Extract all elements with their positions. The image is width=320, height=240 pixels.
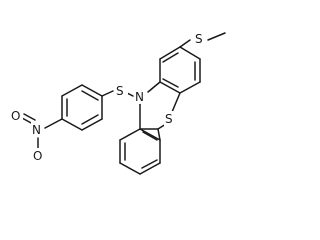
ring-sulfur-label: S [165, 112, 173, 126]
bond-p5 [81, 118, 103, 131]
bond-methyl-s [207, 32, 226, 41]
bond-ringn-right [147, 81, 161, 93]
bond-r6 [159, 46, 181, 60]
atom-labels: S N S S N O O [10, 31, 206, 163]
bond-nitro-otop-2 [23, 113, 36, 121]
bond-r4-inner [162, 78, 179, 88]
bridge-sulfur-bg [115, 83, 128, 98]
bond-p1 [81, 84, 103, 97]
ring-nitrogen-label: N [135, 90, 144, 104]
ring-nitrogen-bg [134, 89, 147, 104]
bonds [21, 32, 226, 175]
bond-l8b [139, 128, 161, 141]
bond-r6-inner [162, 52, 179, 63]
structure-diagram: S N S S N O O [10, 31, 226, 175]
bond-s-ring [179, 39, 191, 48]
bond-bridges-aryl [101, 90, 114, 97]
bond-r4 [159, 81, 181, 94]
nitro-nitrogen-bg [31, 122, 44, 137]
bond-r3 [179, 81, 201, 94]
nitro-nitrogen-label: N [32, 123, 41, 137]
bond-l3 [119, 128, 141, 141]
bond-l6-inner [141, 159, 158, 169]
bond-r1 [179, 46, 201, 60]
nitro-oxygen-top-bg [10, 108, 23, 123]
bond-l8 [157, 128, 161, 141]
nitro-oxygen-top-label: O [11, 109, 20, 123]
bond-l5 [119, 162, 141, 175]
ring-sulfur-bg [164, 111, 177, 126]
bond-l8-inner [142, 131, 158, 141]
bond-l6 [139, 162, 161, 175]
methylthio-sulfur-label: S [195, 32, 203, 46]
bond-rings-right [171, 92, 181, 113]
bond-p5-inner [81, 114, 99, 125]
nitro-oxygen-bottom-bg [32, 148, 45, 163]
molecule-drawing: S N S S N O O [10, 31, 226, 175]
bond-ring-nitro [44, 118, 63, 129]
bond-p4 [61, 118, 83, 131]
nitro-oxygen-bottom-label: O [33, 149, 42, 163]
bond-p2 [61, 84, 83, 97]
methylthio-sulfur-bg [193, 31, 206, 46]
bond-p1-inner [81, 90, 99, 101]
bridge-sulfur-label: S [116, 84, 124, 98]
